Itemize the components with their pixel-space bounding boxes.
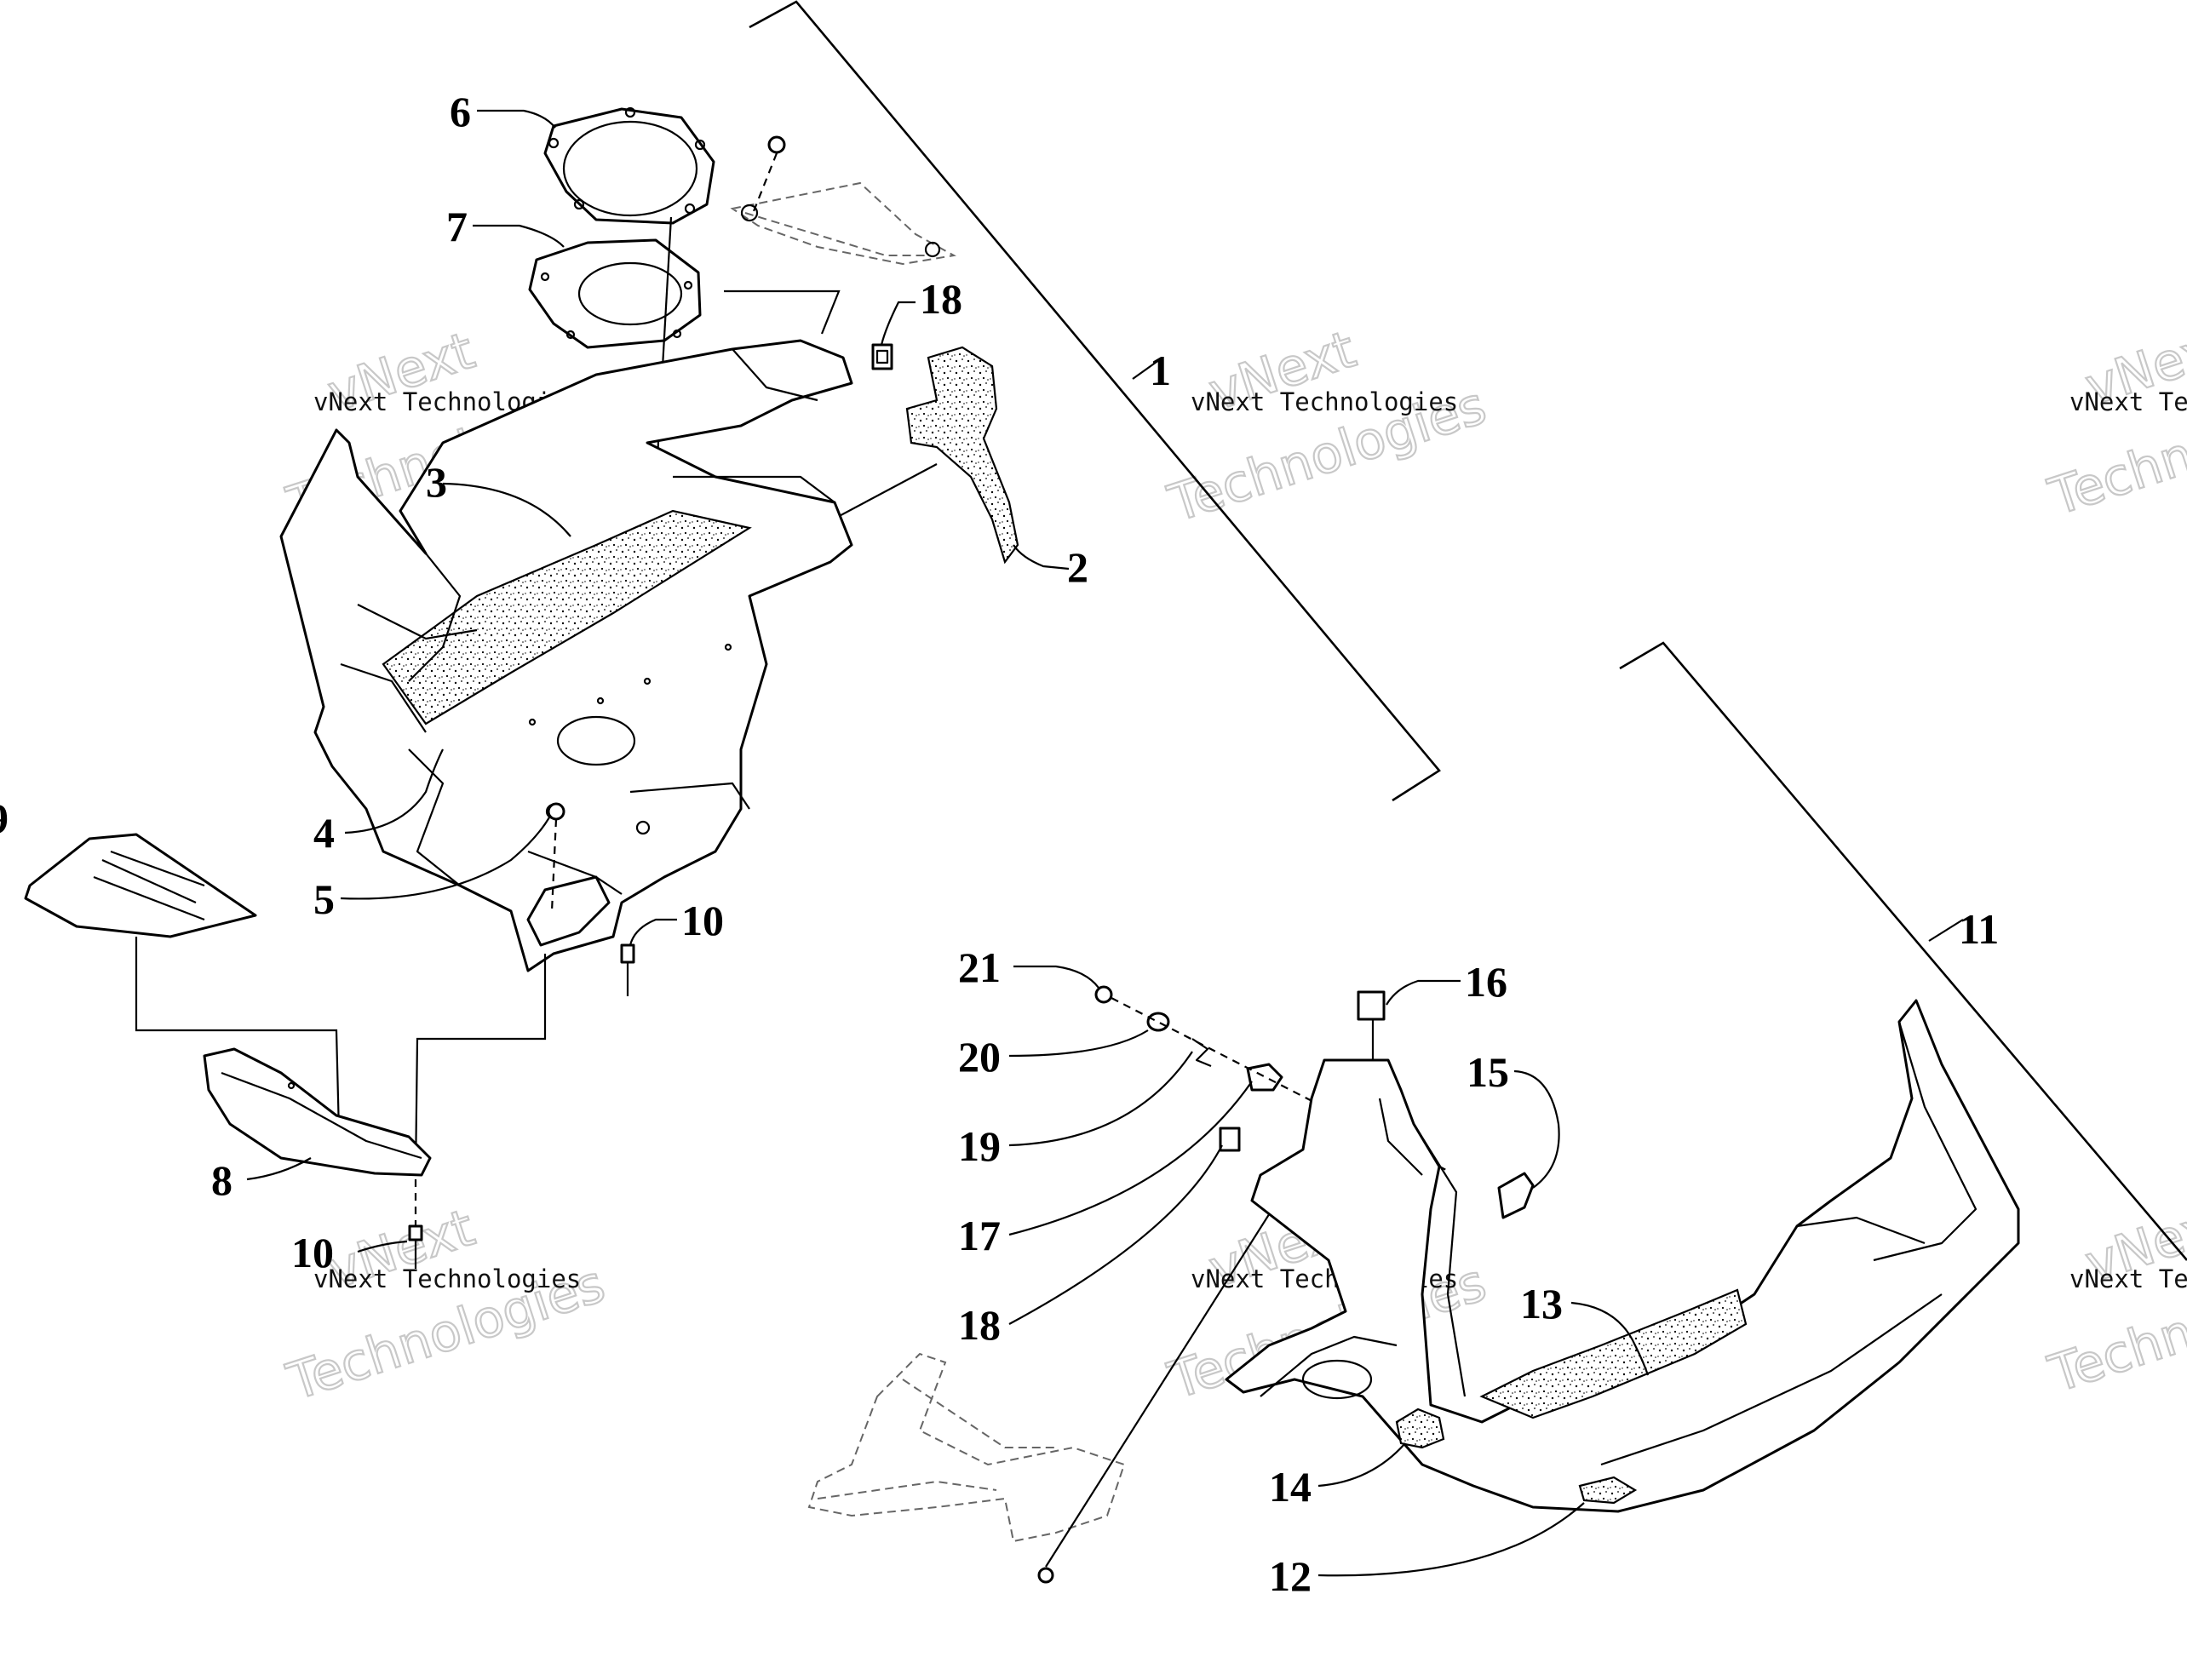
screw-21 (1094, 985, 1113, 1004)
side-panel-8 (203, 1047, 432, 1177)
callout-4: 4 (313, 809, 335, 857)
mat-9 (24, 833, 257, 938)
leader-16 (1386, 979, 1461, 1006)
upper-console-panel (279, 339, 853, 972)
callout-21: 21 (958, 943, 1001, 991)
leader-10b (357, 1240, 408, 1253)
washer-20 (1146, 1012, 1170, 1032)
callout-5: 5 (313, 875, 335, 923)
upper-hinge-ghost (730, 181, 956, 266)
leader-13 (1570, 1301, 1650, 1376)
lower-console-panel (1225, 999, 2020, 1513)
callout-6: 6 (450, 88, 471, 135)
lower-bracket-ghost (807, 1352, 1126, 1543)
callout-16: 16 (1465, 958, 1507, 1006)
callout-19: 19 (958, 1122, 1001, 1170)
leader-2 (1013, 544, 1070, 571)
watermark-company-2: vNext Technologies (1191, 387, 1458, 416)
callout-11: 11 (1959, 905, 1999, 953)
side-8-bracket (414, 954, 547, 1176)
leader-15 (1513, 1069, 1560, 1189)
leader-20 (1008, 1029, 1149, 1058)
callout-15: 15 (1467, 1048, 1509, 1096)
leader-8 (246, 1157, 312, 1181)
leader-3 (442, 482, 571, 537)
assembly-bracket-1 (749, 0, 1441, 802)
grommet-15 (1497, 1172, 1535, 1219)
leader-6 (477, 109, 556, 129)
leader-10a (629, 918, 677, 946)
callout-13: 13 (1520, 1280, 1563, 1327)
clip-18-lower (1219, 1127, 1241, 1152)
callout-9: 9 (0, 794, 9, 842)
leader-18b (1008, 1144, 1223, 1325)
screw-lower (1037, 1567, 1054, 1584)
screw-top-path (752, 152, 778, 212)
callout-2: 2 (1067, 543, 1088, 591)
leader-14 (1317, 1442, 1406, 1488)
callout-1: 1 (1150, 347, 1171, 394)
watermark-company-4: vNext Technologies (313, 1264, 581, 1293)
clip-18-top (871, 343, 893, 370)
leader-18a (880, 301, 916, 346)
mat-9-bracket (135, 937, 341, 1133)
gasket-ring-6 (543, 106, 715, 225)
leader-1 (1132, 357, 1163, 380)
callout-8: 8 (211, 1156, 232, 1204)
callout-14: 14 (1269, 1463, 1312, 1511)
washer-5 (547, 802, 565, 821)
callout-3: 3 (426, 458, 447, 506)
callout-18-upper: 18 (920, 275, 962, 323)
washer-5-path (550, 818, 558, 912)
rivet-10-lower (408, 1179, 423, 1269)
clip-16 (1357, 990, 1386, 1021)
callout-leaders (246, 109, 1964, 1577)
nut-17 (1246, 1063, 1283, 1092)
callout-20: 20 (958, 1033, 1001, 1081)
leader-11 (1928, 919, 1964, 942)
callout-10-upper: 10 (681, 897, 724, 944)
leader-21 (1013, 965, 1099, 989)
foam-pad-2 (905, 346, 1019, 565)
callout-12: 12 (1269, 1552, 1312, 1600)
screw-top (767, 135, 786, 154)
rivet-10-upper (620, 943, 635, 996)
callout-7: 7 (446, 203, 468, 250)
callout-17: 17 (958, 1212, 1001, 1259)
bracket-leader-top (724, 290, 841, 335)
leader-12 (1317, 1502, 1585, 1577)
callout-18-lower: 18 (958, 1301, 1001, 1349)
callout-10-lower: 10 (291, 1229, 334, 1276)
leader-19 (1008, 1051, 1193, 1147)
watermark-company-6: vNext Technologies (2069, 1264, 2187, 1293)
adapter-plate-7 (528, 238, 702, 349)
leader-5 (340, 817, 550, 900)
boot-bracket (526, 875, 611, 947)
spring-clip-19 (1191, 1038, 1212, 1068)
watermark-company-3: vNext Technologies (2069, 387, 2187, 416)
leader-7 (473, 224, 565, 248)
callout-labels: 1 2 3 4 5 6 7 8 9 10 10 11 12 13 14 15 1… (0, 88, 1999, 1600)
leader-17 (1008, 1081, 1253, 1236)
lower-screw-path (1045, 1157, 1306, 1568)
assembly-bracket-11 (1619, 641, 2187, 1261)
leader-4 (344, 748, 444, 834)
